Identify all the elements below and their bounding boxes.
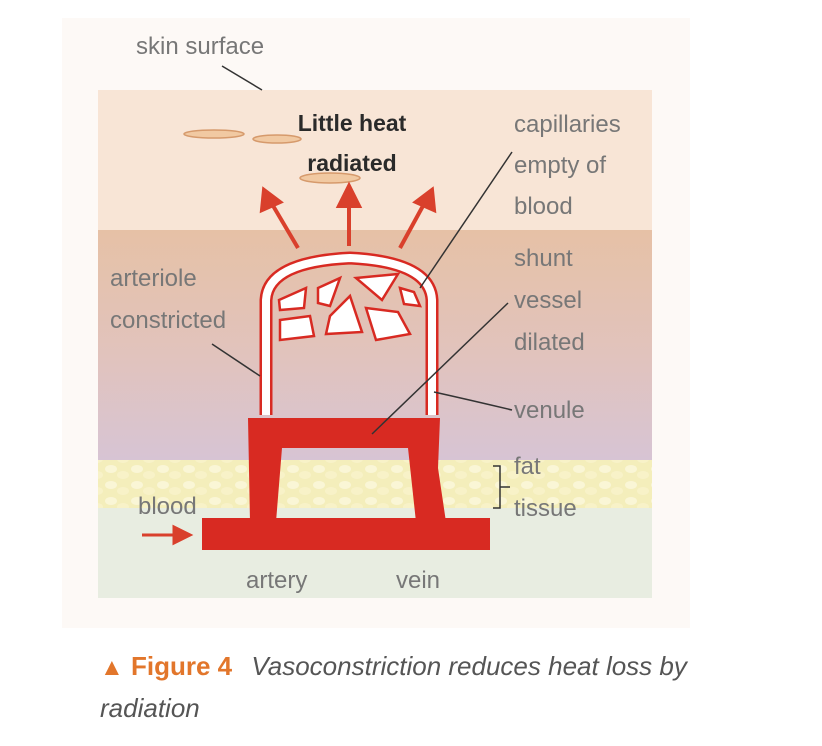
fat-tissue-label-line2: tissue (514, 494, 577, 524)
shunt-label-line2: vessel (514, 286, 582, 316)
fat-tissue-label-line1: fat (514, 452, 541, 482)
artery-label: artery (246, 566, 307, 596)
little-heat-label-line2: radiated (282, 143, 422, 183)
capillaries-label-line2: empty of (514, 151, 606, 181)
shunt-label-line1: shunt (514, 244, 573, 274)
blood-label: blood (138, 492, 197, 522)
caption-triangle-icon: ▲ (100, 654, 124, 681)
caption-figure-number: Figure 4 (131, 651, 232, 681)
capillaries-label-line1: capillaries (514, 110, 621, 140)
venule-label: venule (514, 396, 585, 426)
arteriole-label-line1: arteriole (110, 264, 197, 294)
arteriole-label-line2: constricted (110, 306, 226, 336)
capillaries-label-line3: blood (514, 192, 573, 222)
surface-lens-1 (184, 130, 244, 138)
shunt-label-line3: dilated (514, 328, 585, 358)
little-heat-label-line1: Little heat (282, 103, 422, 143)
artery-vein-vessel (202, 518, 490, 550)
figure-caption: ▲ Figure 4 Vasoconstriction reduces heat… (100, 646, 700, 728)
skin-surface-label: skin surface (136, 32, 264, 62)
vein-label: vein (396, 566, 440, 596)
